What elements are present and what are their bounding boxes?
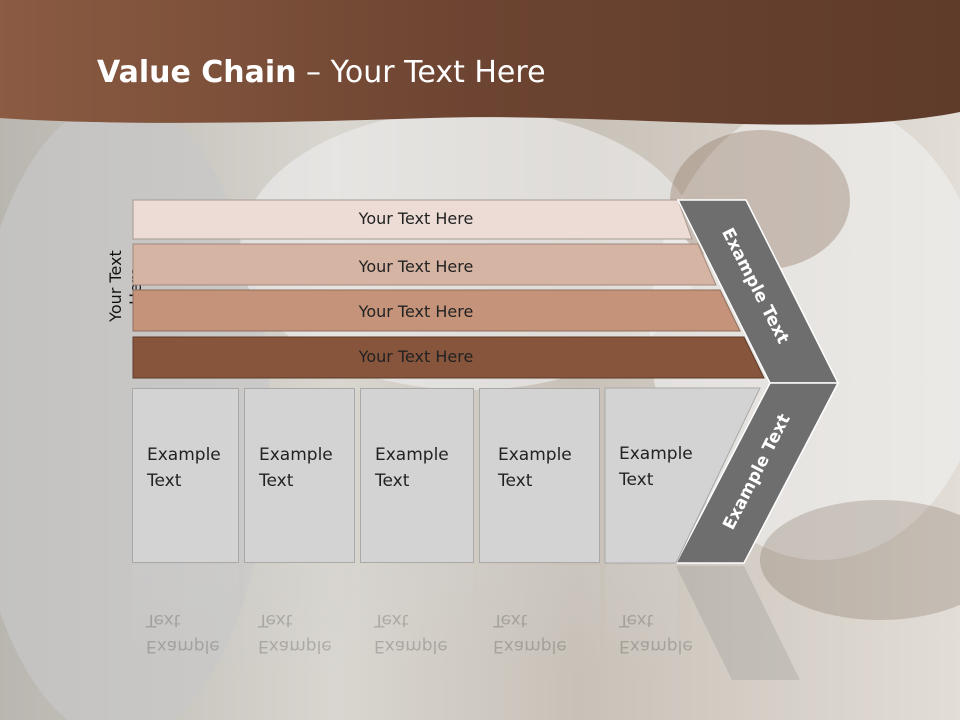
column-2-reflection-line1: Example	[258, 636, 332, 656]
column-5-reflection-line2: Text	[619, 610, 654, 630]
bar-3	[132, 289, 741, 332]
column-4-line1: Example	[498, 445, 572, 465]
column-1-reflection-line1: Example	[146, 636, 220, 656]
chevron-reflection	[676, 566, 800, 680]
column-1-reflection-line2: Text	[146, 610, 181, 630]
column-4-reflection-line1: Example	[493, 636, 567, 656]
chevron-bottom	[674, 382, 840, 564]
bar-2	[132, 243, 717, 286]
column-2-line1: Example	[259, 445, 333, 465]
bar-2-label: Your Text Here	[358, 257, 474, 276]
column-3-reflection-line1: Example	[374, 636, 448, 656]
column-3-reflection-line2: Text	[374, 610, 409, 630]
column-1-reflection: Example Text	[132, 565, 239, 675]
column-3-line2: Text	[375, 471, 410, 491]
bar-3-label: Your Text Here	[358, 302, 474, 321]
bar-1-label: Your Text Here	[358, 209, 474, 228]
bar-4-label: Your Text Here	[358, 347, 474, 366]
column-5-reflection: Example Text	[605, 565, 693, 675]
column-3-reflection: Example Text	[360, 565, 474, 675]
column-4-reflection-line2: Text	[493, 610, 528, 630]
column-2-reflection: Example Text	[244, 565, 355, 675]
bar-1	[132, 199, 693, 240]
column-1-line1: Example	[147, 445, 221, 465]
page-title: Value Chain – Your Text Here	[97, 55, 546, 90]
title-bold: Value Chain	[97, 55, 297, 90]
column-5-line2: Text	[619, 470, 654, 490]
column-1-line2: Text	[147, 471, 182, 491]
column-5-reflection-line1: Example	[619, 636, 693, 656]
column-5-line1: Example	[619, 444, 693, 464]
column-4-reflection: Example Text	[479, 565, 600, 675]
last-column-fill	[604, 387, 761, 564]
title-rest: – Your Text Here	[296, 55, 546, 90]
bar-4	[132, 336, 765, 379]
column-2-line2: Text	[259, 471, 294, 491]
column-3-line1: Example	[375, 445, 449, 465]
column-4-line2: Text	[498, 471, 533, 491]
column-2-reflection-line2: Text	[258, 610, 293, 630]
